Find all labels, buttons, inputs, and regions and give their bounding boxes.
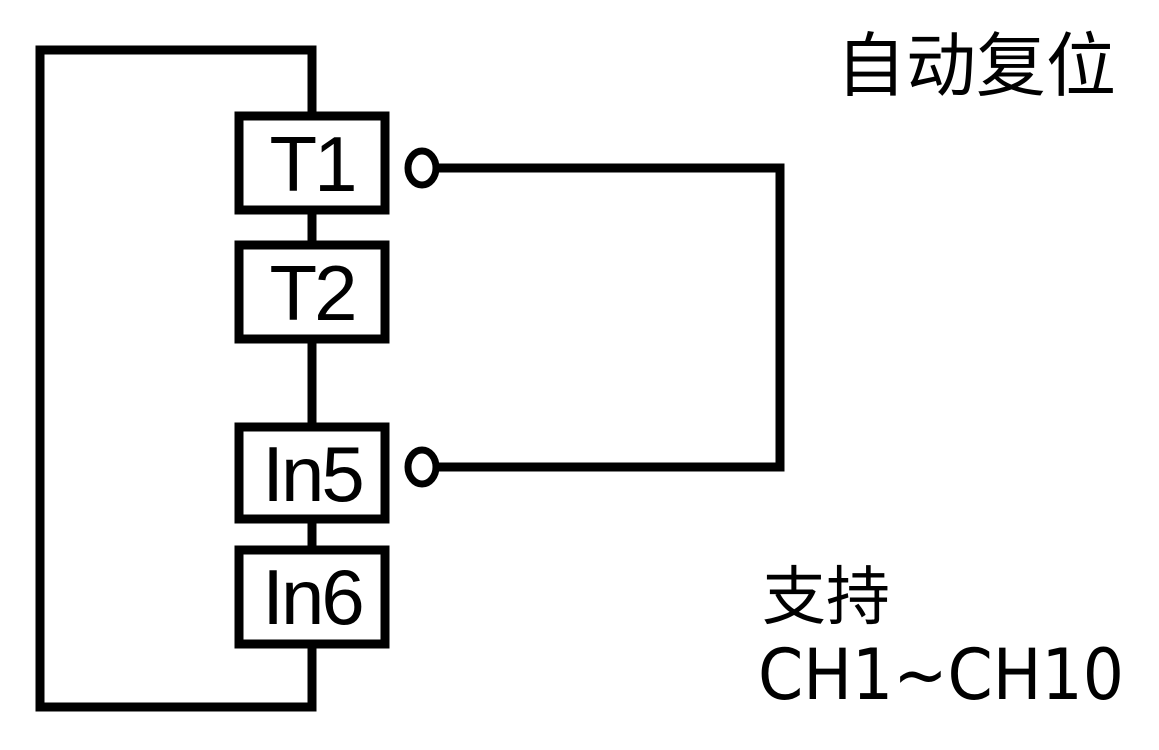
- terminal-box-in5: [234, 422, 390, 524]
- terminal-point-t1: [404, 147, 440, 189]
- terminal-label-in5: In5: [262, 430, 362, 518]
- terminal-point-in5: [404, 446, 440, 488]
- terminal-box-in6: [234, 545, 390, 649]
- outer-loop-wire: [35, 45, 317, 712]
- diagram-title: 自动复位: [836, 25, 1116, 107]
- terminal-label-t1: T1: [269, 120, 354, 208]
- jumper-wire: [432, 163, 785, 472]
- terminal-label-t2: T2: [269, 249, 354, 337]
- support-channels: CH1~CH10: [758, 634, 1124, 716]
- terminal-box-t2: [234, 240, 390, 344]
- terminal-box-t1: [234, 111, 390, 215]
- support-label: 支持: [762, 561, 890, 635]
- terminal-label-in6: In6: [262, 553, 361, 641]
